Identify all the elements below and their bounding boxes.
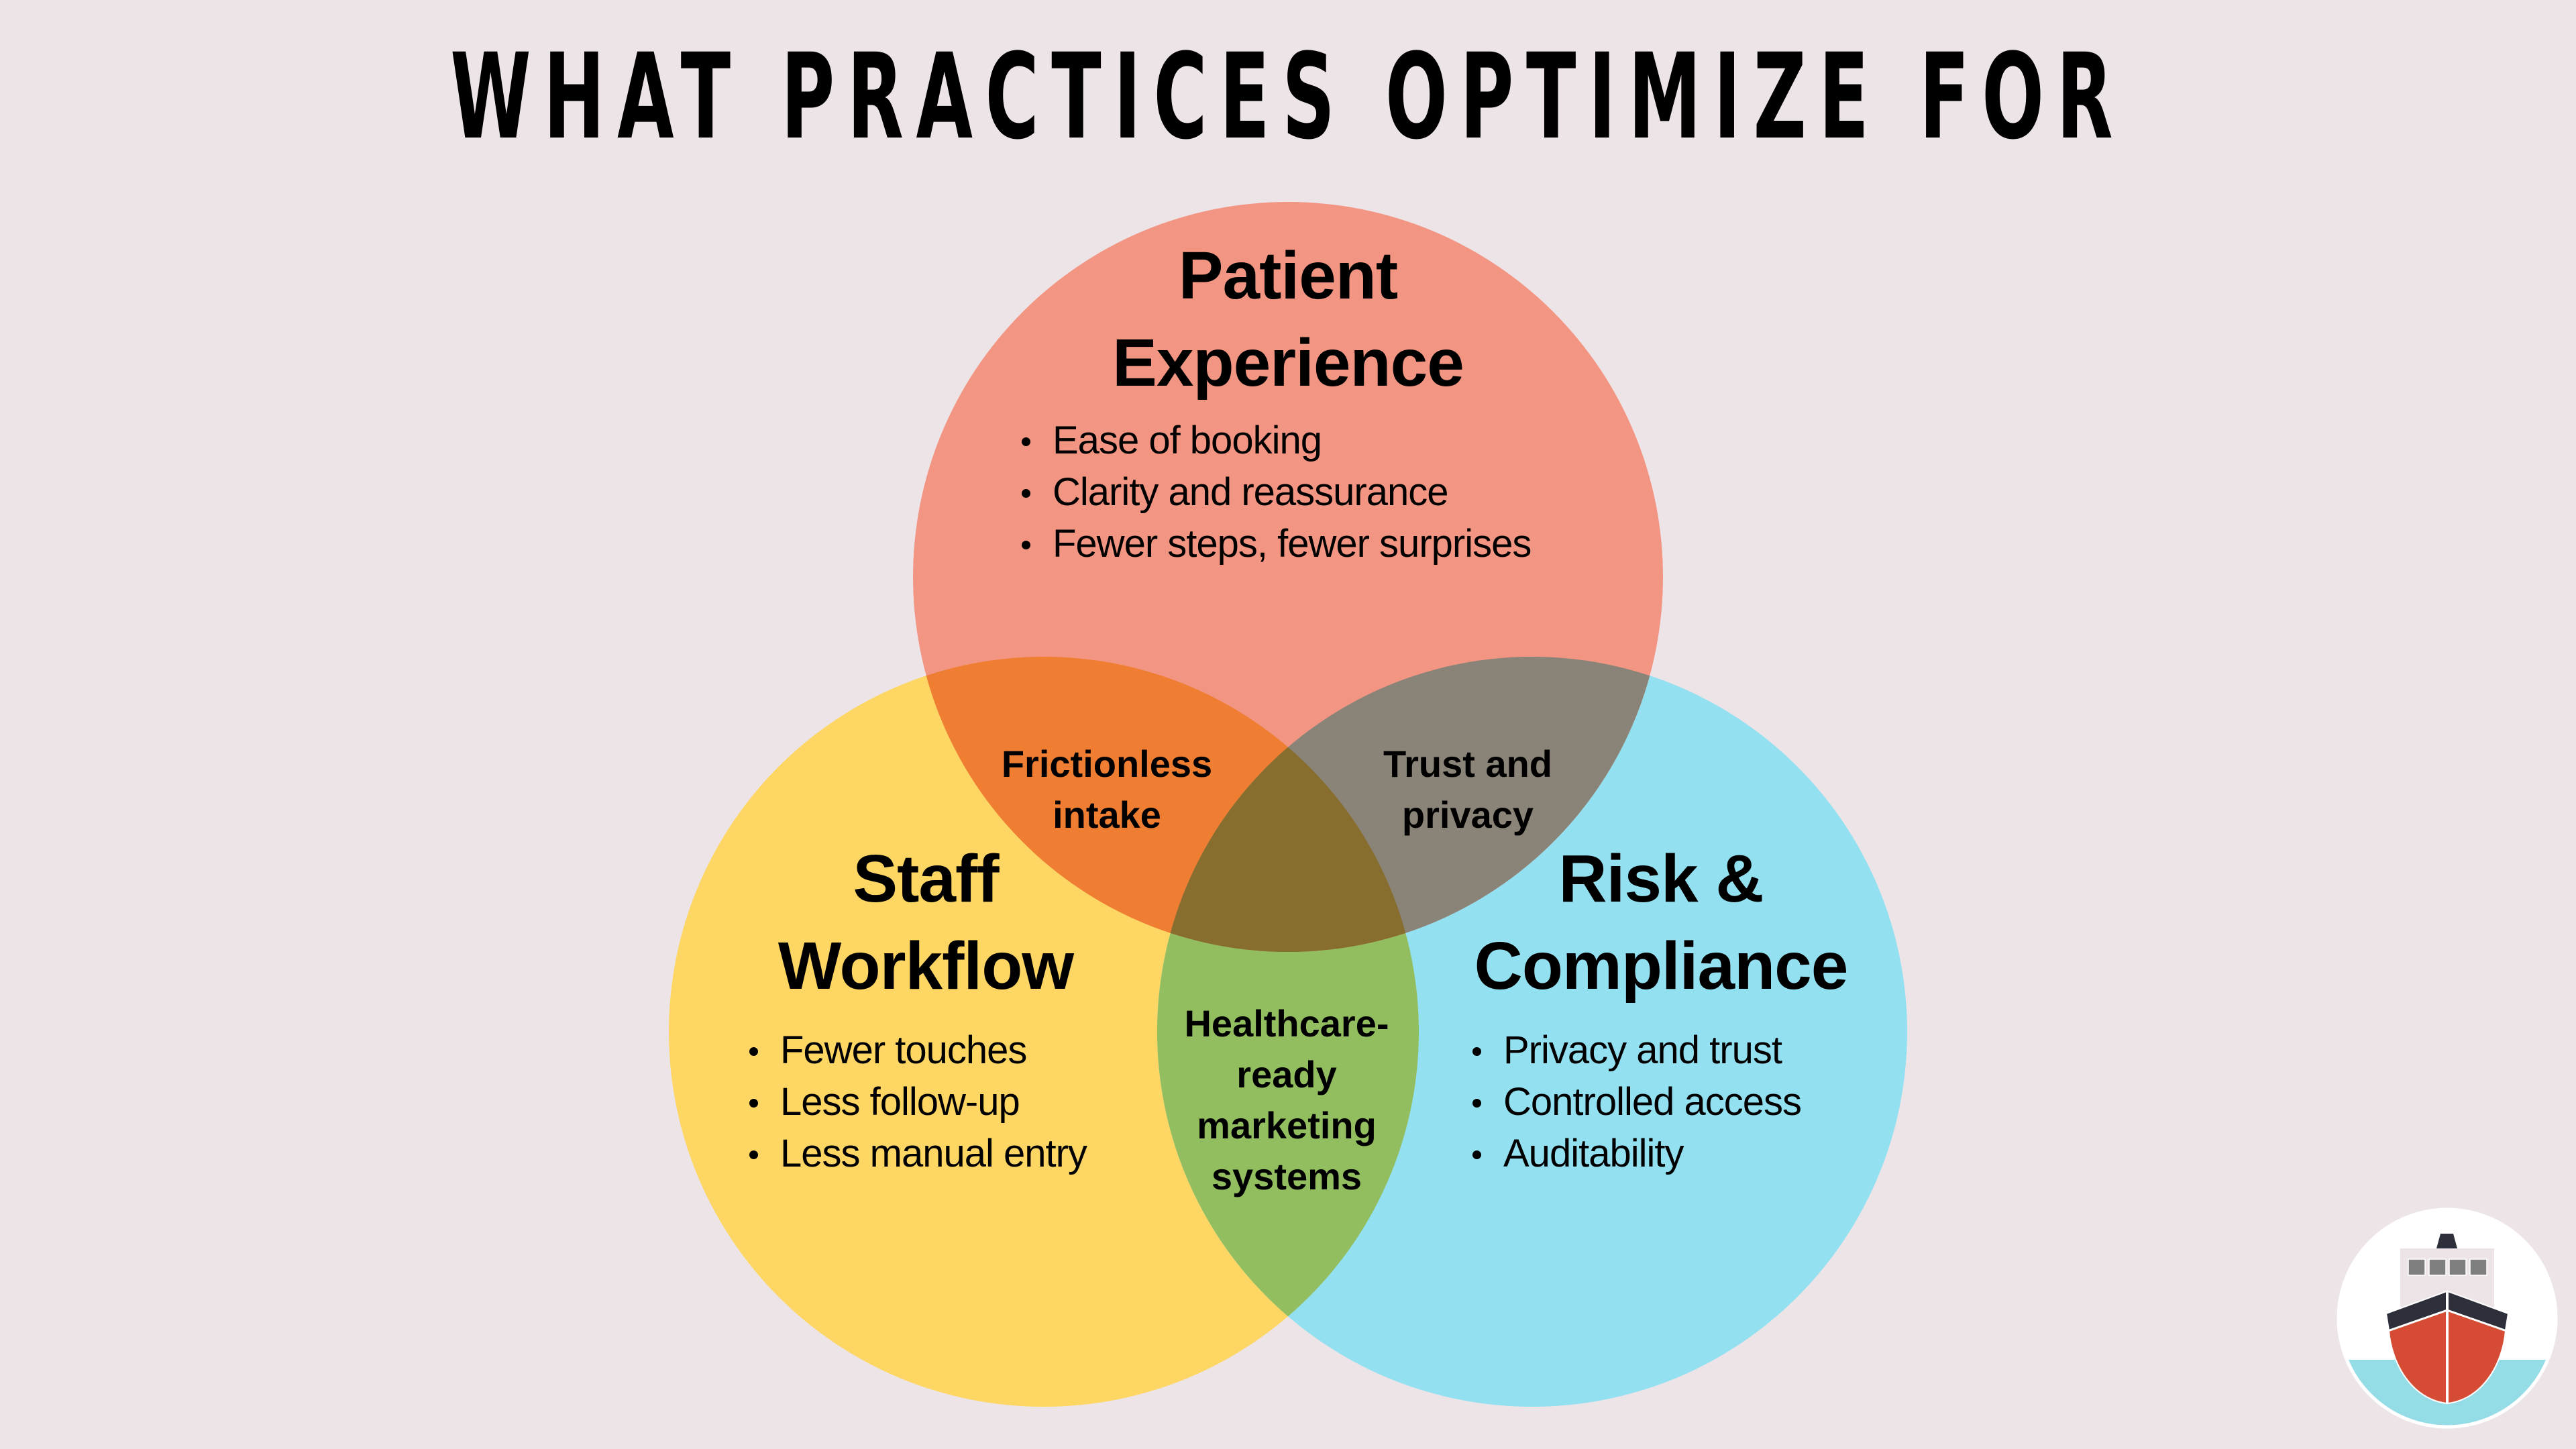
overlap-label-healthcare-ready: Healthcare- ready marketing systems	[1184, 998, 1389, 1202]
overlap-label-line: systems	[1211, 1155, 1362, 1197]
list-item: Fewer steps, fewer surprises	[1022, 518, 1532, 570]
overlap-label-line: Healthcare-	[1184, 1002, 1389, 1044]
overlap-label-line: Frictionless	[1001, 743, 1213, 785]
overlap-label-line: ready	[1236, 1053, 1337, 1095]
list-item: Fewer touches	[749, 1024, 1087, 1076]
list-item: Privacy and trust	[1472, 1024, 1801, 1076]
page-title-container: WHAT PRACTICES OPTIMIZE FOR	[451, 38, 2113, 156]
staff-workflow-heading-line1: Staff	[853, 841, 999, 916]
overlap-label-line: marketing	[1197, 1104, 1377, 1146]
list-item: Clarity and reassurance	[1022, 466, 1531, 518]
staff-workflow-list: Fewer touches Less follow-up Less manual…	[749, 1024, 1087, 1179]
patient-experience-heading: Patient Experience	[1112, 232, 1464, 407]
list-item: Ease of booking	[1022, 415, 1531, 466]
overlap-label-trust-privacy: Trust and privacy	[1383, 739, 1552, 841]
ship-icon	[2337, 1208, 2558, 1429]
patient-experience-heading-line1: Patient	[1178, 238, 1398, 313]
overlap-label-line: privacy	[1401, 794, 1534, 836]
list-item: Less follow-up	[749, 1076, 1087, 1128]
staff-workflow-heading-line2: Workflow	[777, 928, 1074, 1004]
risk-compliance-heading: Risk & Compliance	[1474, 835, 1849, 1010]
overlap-label-frictionless-intake: Frictionless intake	[1002, 739, 1212, 841]
patient-experience-list: Ease of booking Clarity and reassurance …	[1022, 415, 1532, 570]
list-item: Controlled access	[1472, 1076, 1802, 1128]
overlap-label-line: intake	[1053, 794, 1161, 836]
overlap-center	[1157, 657, 1419, 952]
overlap-label-line: Trust and	[1383, 743, 1553, 785]
risk-compliance-heading-line1: Risk &	[1558, 841, 1764, 916]
list-item: Auditability	[1472, 1128, 1801, 1179]
page-title: WHAT PRACTICES OPTIMIZE FOR	[450, 28, 2126, 166]
list-item: Less manual entry	[749, 1128, 1087, 1179]
risk-compliance-list: Privacy and trust Controlled access Audi…	[1472, 1024, 1802, 1179]
risk-compliance-heading-line2: Compliance	[1474, 928, 1849, 1004]
patient-experience-heading-line2: Experience	[1112, 325, 1464, 400]
staff-workflow-heading: Staff Workflow	[777, 835, 1074, 1010]
